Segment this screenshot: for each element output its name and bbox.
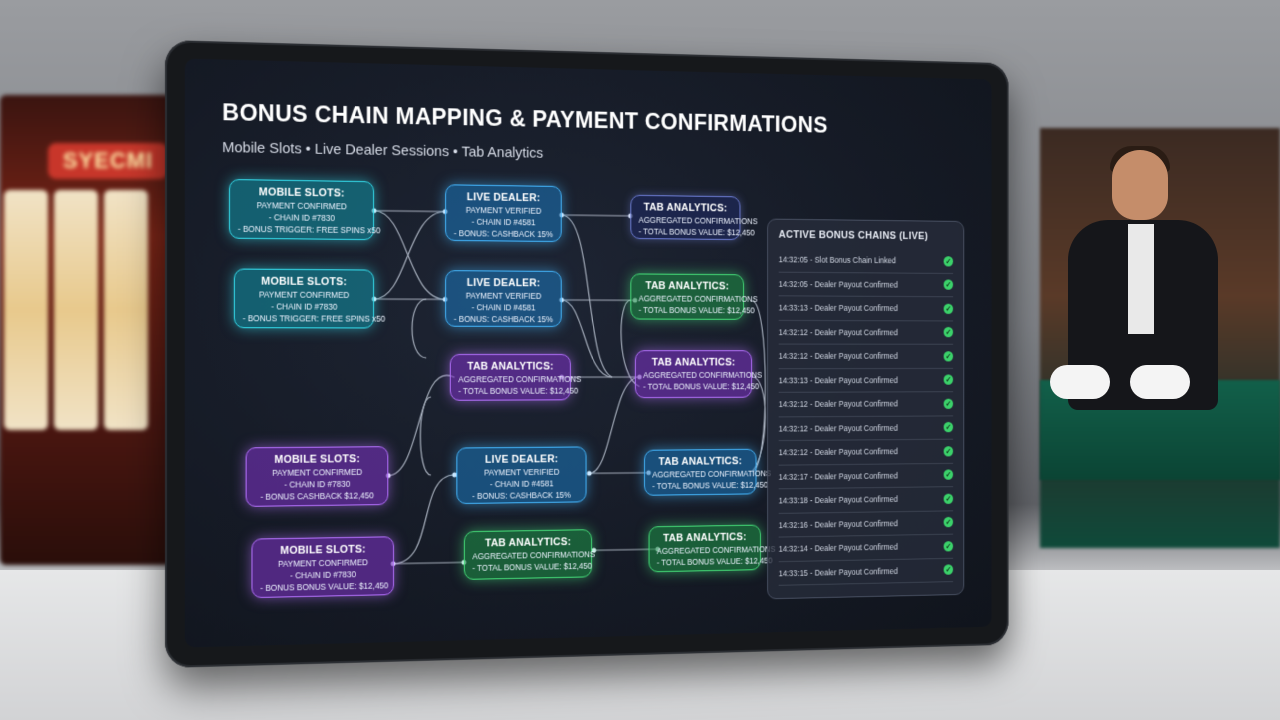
- chain-node-mobile-slots[interactable]: MOBILE SLOTS: PAYMENT CONFIRMED - CHAIN …: [233, 268, 386, 329]
- node-line: - TOTAL BONUS VALUE: $12,450: [638, 305, 755, 316]
- checkmark-icon: ✓: [943, 398, 954, 409]
- checkmark-icon: ✓: [943, 564, 954, 576]
- log-row[interactable]: 14:32:12 - Dealer Payout Confirmed ✓: [778, 415, 954, 442]
- log-row[interactable]: 14:33:13 - Dealer Payout Confirmed ✓: [778, 368, 954, 393]
- checkmark-icon: ✓: [943, 350, 954, 362]
- checkmark-icon: ✓: [943, 279, 954, 291]
- node-line: AGGREGATED CONFIRMATIONS: [643, 370, 763, 380]
- log-row-text: 14:32:12 - Dealer Payout Confirmed: [778, 327, 898, 337]
- node-line: - TOTAL BONUS VALUE: $12,450: [472, 560, 592, 573]
- checkmark-icon: ✓: [943, 374, 954, 385]
- node-line: - TOTAL BONUS VALUE: $12,450: [638, 226, 755, 238]
- log-row[interactable]: 14:32:12 - Dealer Payout Confirmed ✓: [778, 439, 954, 466]
- node-title: TAB ANALYTICS:: [467, 360, 554, 373]
- checkmark-icon: ✓: [943, 445, 954, 457]
- node-line: PAYMENT CONFIRMED: [272, 467, 363, 478]
- checkmark-icon: ✓: [943, 469, 954, 480]
- log-row-text: 14:32:05 - Slot Bonus Chain Linked: [778, 254, 896, 266]
- chain-node-tab-analytics[interactable]: TAB ANALYTICS: AGGREGATED CONFIRMATIONS …: [630, 194, 758, 241]
- chain-node-live-dealer[interactable]: LIVE DEALER: PAYMENT VERIFIED - CHAIN ID…: [445, 184, 562, 243]
- log-row[interactable]: 14:33:15 - Dealer Payout Confirmed ✓: [778, 558, 954, 586]
- log-row-text: 14:32:12 - Dealer Payout Confirmed: [778, 423, 898, 434]
- checkmark-icon: ✓: [943, 422, 954, 433]
- node-line: - TOTAL BONUS VALUE: $12,450: [643, 381, 760, 392]
- panel-title: ACTIVE BONUS CHAINS (LIVE): [778, 229, 929, 243]
- chain-node-tab-analytics[interactable]: TAB ANALYTICS: AGGREGATED CONFIRMATIONS …: [449, 354, 582, 401]
- node-title: TAB ANALYTICS:: [643, 201, 728, 215]
- active-bonus-chains-panel: ACTIVE BONUS CHAINS (LIVE) 14:32:05 - Sl…: [767, 218, 965, 600]
- log-row-text: 14:33:18 - Dealer Payout Confirmed: [778, 494, 898, 506]
- log-row[interactable]: 14:32:05 - Slot Bonus Chain Linked ✓: [778, 248, 954, 274]
- log-row-text: 14:33:13 - Dealer Payout Confirmed: [778, 303, 898, 314]
- tablet-device: BONUS CHAIN MAPPING & PAYMENT CONFIRMATI…: [165, 40, 1009, 668]
- chain-node-mobile-slots[interactable]: MOBILE SLOTS: PAYMENT CONFIRMED - CHAIN …: [229, 178, 381, 241]
- chain-node-mobile-slots[interactable]: MOBILE SLOTS: PAYMENT CONFIRMED - CHAIN …: [245, 446, 389, 507]
- node-title: TAB ANALYTICS:: [658, 455, 743, 468]
- background-dealer: [1050, 146, 1220, 410]
- chain-node-tab-analytics[interactable]: TAB ANALYTICS: AGGREGATED CONFIRMATIONS …: [463, 529, 595, 580]
- log-row-text: 14:33:13 - Dealer Payout Confirmed: [778, 375, 898, 385]
- node-title: MOBILE SLOTS:: [274, 453, 361, 466]
- checkmark-icon: ✓: [943, 517, 954, 528]
- node-line: - BONUS CASHBACK $12,450: [260, 490, 374, 502]
- node-line: - TOTAL BONUS VALUE: $12,450: [458, 385, 579, 396]
- node-title: LIVE DEALER:: [485, 453, 559, 466]
- chain-node-live-dealer[interactable]: LIVE DEALER: PAYMENT VERIFIED - CHAIN ID…: [456, 446, 587, 505]
- node-line: - BONUS BONUS VALUE: $12,450: [260, 580, 389, 593]
- slot-reel: [104, 190, 148, 430]
- chain-node-tab-analytics[interactable]: TAB ANALYTICS: AGGREGATED CONFIRMATIONS …: [630, 273, 758, 320]
- node-line: - BONUS TRIGGER: FREE SPINS x50: [242, 313, 386, 324]
- node-line: - BONUS: CASHBACK 15%: [453, 228, 554, 240]
- node-title: MOBILE SLOTS:: [261, 275, 348, 289]
- node-line: - CHAIN ID #4581: [471, 302, 536, 313]
- checkmark-icon: ✓: [943, 303, 954, 314]
- log-row[interactable]: 14:32:12 - Dealer Payout Confirmed ✓: [778, 392, 954, 417]
- tablet-screen: BONUS CHAIN MAPPING & PAYMENT CONFIRMATI…: [184, 58, 992, 648]
- checkmark-icon: ✓: [943, 493, 954, 504]
- checkmark-icon: ✓: [943, 255, 954, 267]
- log-row-text: 14:32:12 - Dealer Payout Confirmed: [778, 351, 898, 361]
- log-row-text: 14:32:14 - Dealer Payout Confirmed: [778, 542, 898, 554]
- node-line: PAYMENT CONFIRMED: [259, 289, 350, 300]
- log-row[interactable]: 14:32:12 - Dealer Payout Confirmed ✓: [778, 344, 954, 369]
- node-line: PAYMENT CONFIRMED: [256, 200, 347, 212]
- log-row-text: 14:32:12 - Dealer Payout Confirmed: [778, 446, 898, 458]
- log-row-text: 14:32:17 - Dealer Payout Confirmed: [778, 470, 898, 482]
- node-line: AGGREGATED CONFIRMATIONS: [638, 293, 758, 304]
- node-line: - BONUS: CASHBACK 15%: [453, 314, 554, 325]
- log-row-text: 14:32:12 - Dealer Payout Confirmed: [778, 399, 898, 410]
- node-line: - BONUS TRIGGER: FREE SPINS x50: [237, 223, 381, 236]
- node-line: - BONUS: CASHBACK 15%: [472, 489, 571, 501]
- node-line: - CHAIN ID #7830: [271, 301, 338, 312]
- chain-node-tab-analytics[interactable]: TAB ANALYTICS: AGGREGATED CONFIRMATIONS …: [634, 350, 763, 399]
- slot-reel: [54, 190, 98, 430]
- node-line: PAYMENT VERIFIED: [465, 290, 542, 301]
- log-row-text: 14:32:05 - Dealer Payout Confirmed: [778, 279, 898, 290]
- log-row[interactable]: 14:32:14 - Dealer Payout Confirmed ✓: [778, 534, 954, 562]
- background-slot-machine: SYECMI: [0, 95, 190, 565]
- checkmark-icon: ✓: [943, 327, 954, 338]
- chain-node-tab-analytics[interactable]: TAB ANALYTICS: AGGREGATED CONFIRMATIONS …: [648, 524, 775, 573]
- chain-node-tab-analytics[interactable]: TAB ANALYTICS: AGGREGATED CONFIRMATIONS …: [644, 448, 771, 496]
- log-row[interactable]: 14:33:18 - Dealer Payout Confirmed ✓: [778, 487, 954, 514]
- checkmark-icon: ✓: [943, 540, 954, 552]
- log-row[interactable]: 14:32:16 - Dealer Payout Confirmed ✓: [778, 510, 954, 538]
- log-row[interactable]: 14:33:13 - Dealer Payout Confirmed ✓: [778, 296, 954, 321]
- log-row-text: 14:32:16 - Dealer Payout Confirmed: [778, 518, 898, 530]
- log-row[interactable]: 14:32:12 - Dealer Payout Confirmed ✓: [778, 320, 954, 345]
- node-line: - TOTAL BONUS VALUE: $12,450: [652, 479, 769, 491]
- node-title: TAB ANALYTICS:: [651, 356, 736, 369]
- node-line: - TOTAL BONUS VALUE: $12,450: [656, 555, 773, 568]
- slot-reel: [4, 190, 48, 430]
- node-line: AGGREGATED CONFIRMATIONS: [458, 374, 582, 385]
- node-title: TAB ANALYTICS:: [645, 280, 730, 293]
- slot-machine-sign: SYECMI: [48, 143, 168, 179]
- log-row-text: 14:33:15 - Dealer Payout Confirmed: [778, 566, 898, 578]
- node-title: LIVE DEALER:: [466, 277, 541, 290]
- log-row[interactable]: 14:32:17 - Dealer Payout Confirmed ✓: [778, 463, 954, 490]
- log-row[interactable]: 14:32:05 - Dealer Payout Confirmed ✓: [778, 272, 954, 298]
- chain-node-mobile-slots[interactable]: MOBILE SLOTS: PAYMENT CONFIRMED - CHAIN …: [251, 536, 395, 599]
- node-line: PAYMENT VERIFIED: [465, 205, 542, 216]
- chain-node-live-dealer[interactable]: LIVE DEALER: PAYMENT VERIFIED - CHAIN ID…: [445, 270, 562, 327]
